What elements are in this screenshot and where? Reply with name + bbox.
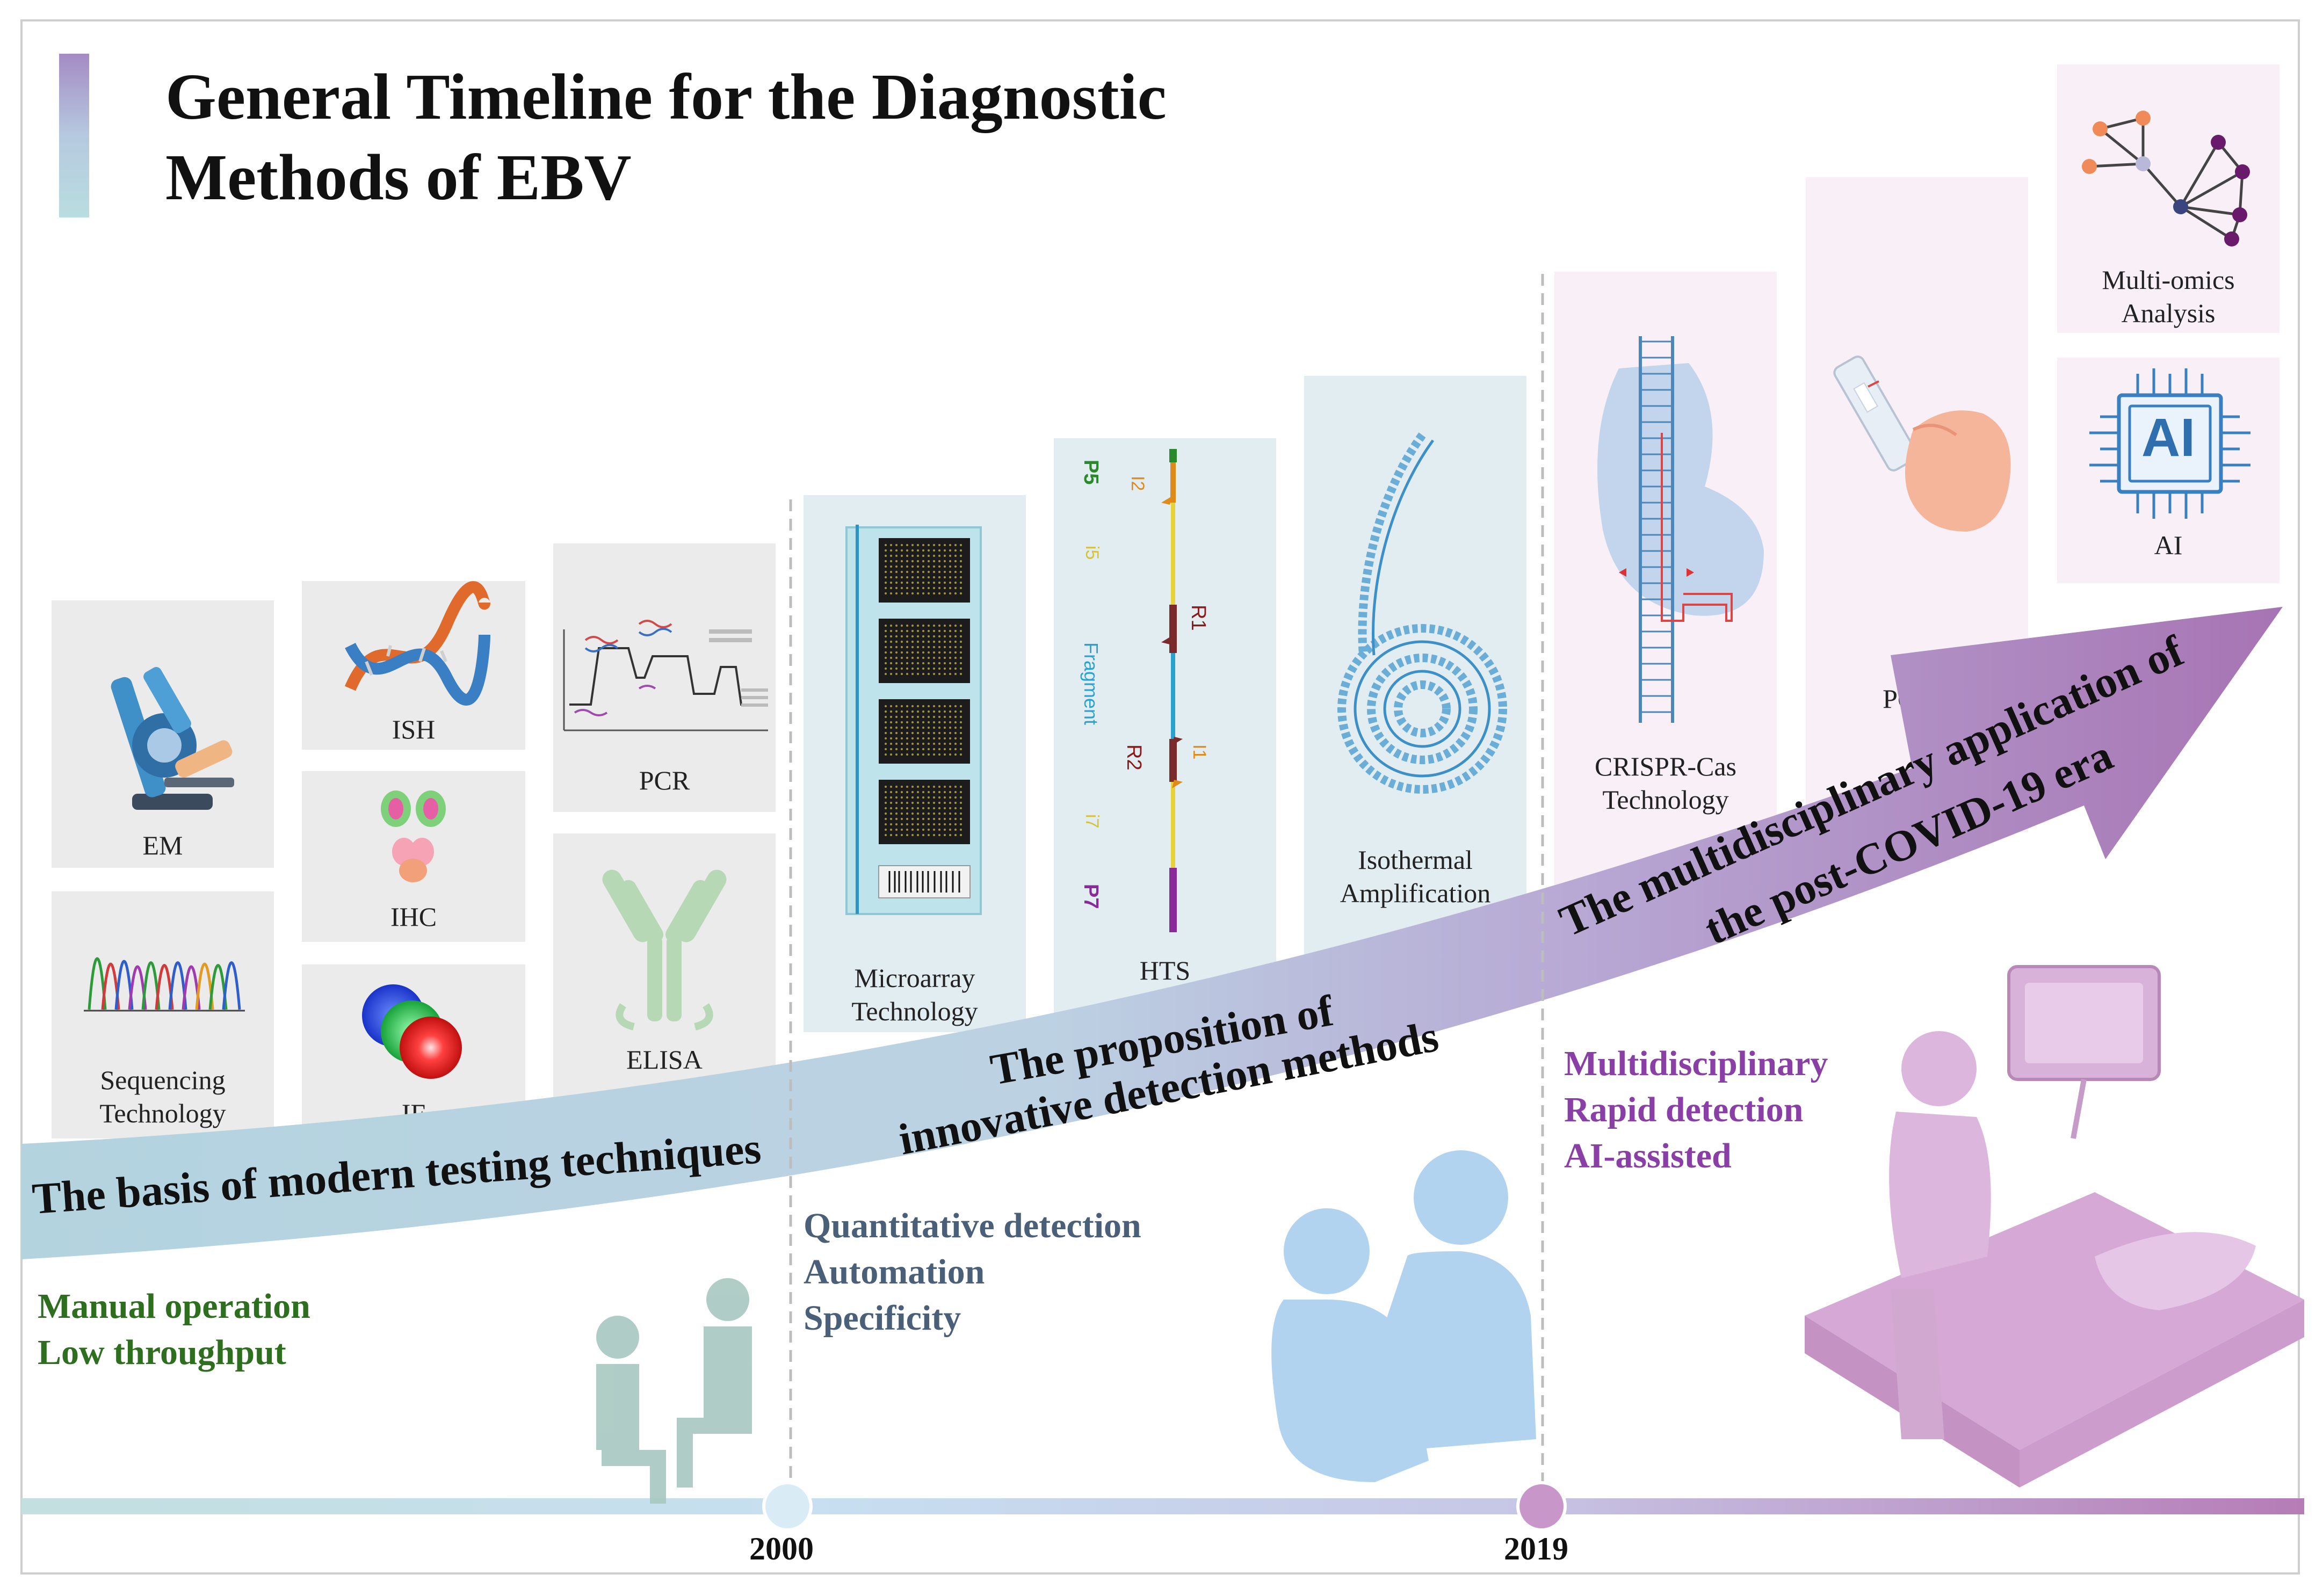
ai-chip-text: AI bbox=[2141, 408, 2195, 468]
microarray-chip-icon bbox=[845, 525, 982, 915]
hts-library-construct-icon bbox=[1161, 449, 1183, 932]
milestone-2019-dot bbox=[1516, 1481, 1567, 1532]
era2-feature-3: Specificity bbox=[804, 1298, 961, 1338]
ai-chip-icon bbox=[2089, 368, 2250, 519]
em-label: EM bbox=[142, 830, 183, 860]
hospital-bed-illustration bbox=[1805, 965, 2304, 1488]
card-elisa: ELISA bbox=[553, 833, 776, 1113]
card-ai: AI AI bbox=[2057, 358, 2279, 583]
pcr-cycle-chart-icon bbox=[563, 620, 768, 731]
card-crispr: CRISPR-Cas Technology bbox=[1554, 272, 1777, 916]
milestone-2000-dot bbox=[762, 1481, 813, 1532]
card-isothermal: Isothermal Amplification bbox=[1304, 376, 1526, 988]
dna-coil-icon bbox=[1337, 432, 1507, 794]
sequencing-label-1: Sequencing bbox=[100, 1065, 226, 1095]
crispr-label-1: CRISPR-Cas bbox=[1595, 751, 1736, 781]
card-sequencing: Sequencing Technology bbox=[52, 891, 274, 1138]
title-line-2: Methods of EBV bbox=[165, 141, 632, 214]
consultation-illustration bbox=[1271, 1150, 1536, 1482]
era3-feature-2: Rapid detection bbox=[1564, 1090, 1804, 1129]
ihc-label: IHC bbox=[390, 902, 437, 932]
antibody-cells-icon bbox=[381, 790, 446, 882]
multiomics-label-1: Multi-omics bbox=[2102, 265, 2235, 295]
title-line-1: General Timeline for the Diagnostic bbox=[165, 61, 1167, 133]
sequencing-label-2: Technology bbox=[99, 1098, 226, 1128]
card-ish: ISH bbox=[302, 581, 525, 750]
antibody-icon bbox=[602, 869, 727, 1031]
figure-title: General Timeline for the Diagnostic Meth… bbox=[165, 57, 1167, 218]
microarray-label-1: Microarray bbox=[854, 963, 975, 993]
network-graph-icon bbox=[2082, 111, 2250, 246]
microarray-label-2: Technology bbox=[851, 996, 978, 1026]
ish-label: ISH bbox=[392, 714, 436, 744]
crispr-label-2: Technology bbox=[1602, 785, 1729, 815]
card-pcr: PCR bbox=[553, 543, 776, 812]
era3-features: Multidisciplinary Rapid detection AI-ass… bbox=[1564, 1041, 1828, 1179]
era3-feature-3: AI-assisted bbox=[1564, 1136, 1732, 1176]
year-2019-label: 2019 bbox=[1504, 1531, 1568, 1566]
ai-label: AI bbox=[2154, 530, 2183, 560]
era2-feature-1: Quantitative detection bbox=[804, 1206, 1141, 1245]
year-2000-label: 2000 bbox=[749, 1531, 814, 1566]
hts-label: HTS bbox=[1139, 955, 1191, 985]
era2-feature-2: Automation bbox=[804, 1252, 985, 1292]
card-microarray: Microarray Technology bbox=[804, 495, 1026, 1032]
isothermal-label-2: Amplification bbox=[1340, 878, 1491, 908]
poct-test-strip-icon bbox=[1833, 356, 2011, 532]
fluorescence-spots-icon bbox=[362, 984, 462, 1079]
card-hts: P5 I2 i5 R1 Fragment R2 I1 i7 P7 HTS bbox=[1054, 438, 1276, 1024]
title-accent-bar bbox=[59, 54, 89, 217]
card-ihc: IHC bbox=[302, 771, 525, 942]
era3-feature-1: Multidisciplinary bbox=[1564, 1044, 1828, 1083]
card-multiomics: Multi-omics Analysis bbox=[2057, 64, 2279, 333]
era1-feature-1: Manual operation bbox=[38, 1287, 310, 1326]
isothermal-label-1: Isothermal bbox=[1358, 845, 1473, 875]
crispr-cas-complex-icon bbox=[1597, 336, 1764, 723]
elisa-label: ELISA bbox=[626, 1044, 703, 1075]
dna-helix-icon bbox=[344, 581, 490, 706]
pcr-label: PCR bbox=[639, 765, 690, 795]
card-em: EM bbox=[52, 600, 274, 868]
figure-frame bbox=[20, 19, 2300, 1575]
seated-people-illustration bbox=[596, 1278, 752, 1504]
multiomics-label-2: Analysis bbox=[2121, 298, 2216, 328]
era2-features: Quantitative detection Automation Specif… bbox=[804, 1203, 1141, 1341]
microscope-icon bbox=[111, 667, 234, 810]
era1-feature-2: Low throughput bbox=[38, 1333, 286, 1372]
era1-features: Manual operation Low throughput bbox=[38, 1283, 310, 1376]
sequencing-chromatogram-icon bbox=[84, 957, 245, 1012]
